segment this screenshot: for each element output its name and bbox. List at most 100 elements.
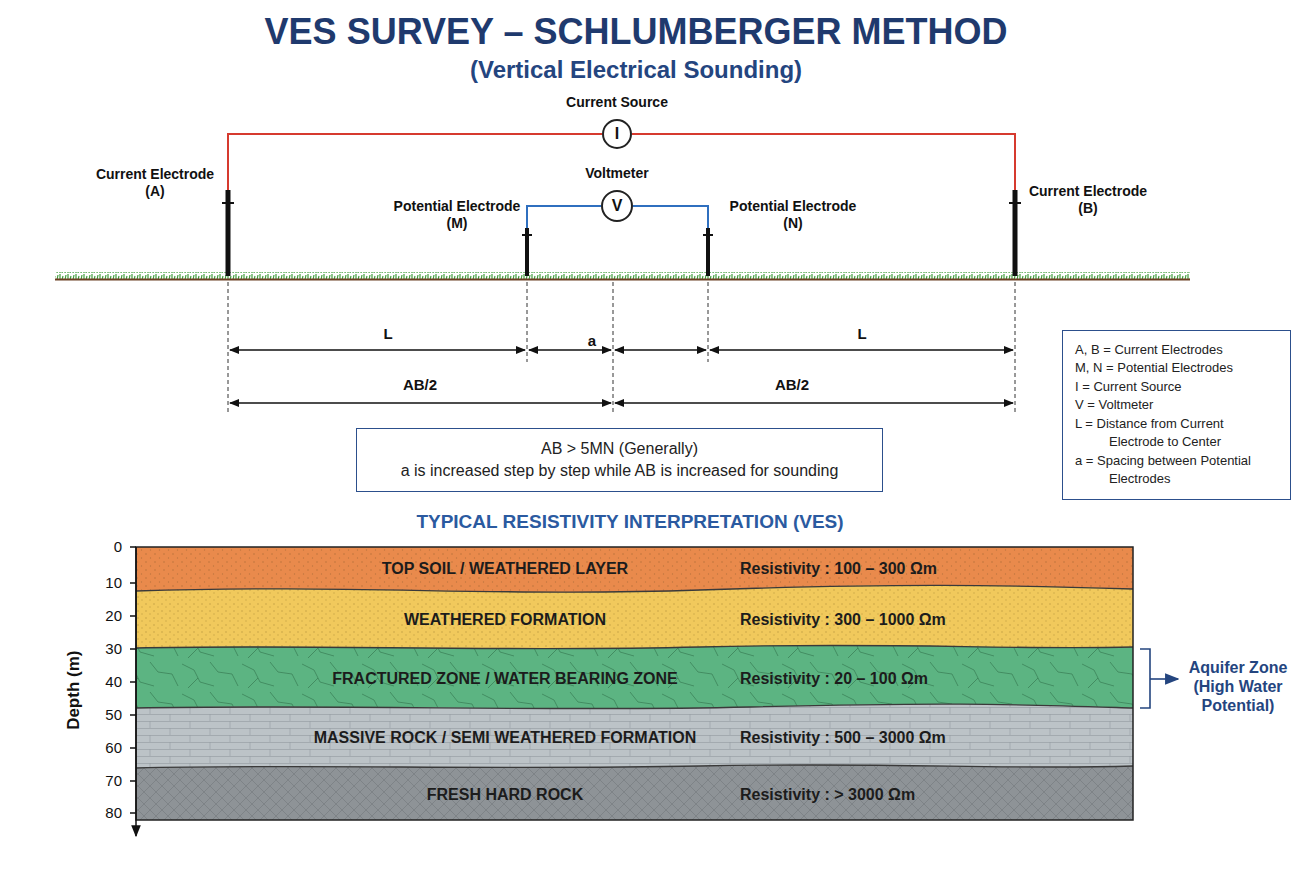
dimension-label: L — [847, 325, 877, 343]
resistivity-value: Resistivity : 20 – 100 Ωm — [740, 669, 928, 688]
tick-mark — [130, 681, 136, 683]
key-entry: M, N = Potential Electrodes — [1069, 359, 1282, 377]
soil-layer — [136, 765, 1133, 820]
dimension-label: L — [373, 325, 403, 343]
dimension-line — [230, 350, 1013, 403]
dimension-label: AB/2 — [752, 376, 832, 394]
layer-boundary — [136, 547, 1133, 820]
meter-circle: V — [601, 190, 633, 222]
key-entry: a = Spacing between Potential Electrodes — [1069, 452, 1282, 489]
rule-text: AB > 5MN (Generally) — [369, 438, 870, 460]
current-wire — [632, 134, 1015, 190]
layer-band: WEATHERED FORMATION Resistivity : 300 – 1… — [137, 595, 1132, 645]
depth-tick: 50 — [82, 706, 122, 724]
note-box: AB > 5MN (Generally)a is increased step … — [356, 428, 883, 492]
layer-name: FRESH HARD ROCK — [427, 785, 583, 804]
extension-line — [228, 282, 1015, 415]
layer-boundary — [136, 585, 1133, 592]
depth-tick: 20 — [82, 607, 122, 625]
depth-axis — [135, 547, 137, 836]
source-label: Current Source — [527, 94, 707, 111]
layer-band: MASSIVE ROCK / SEMI WEATHERED FORMATION R… — [137, 712, 1132, 764]
depth-tick: 0 — [82, 538, 122, 556]
depth-tick: 70 — [82, 772, 122, 790]
ground-surface — [55, 272, 1190, 279]
depth-tick: 40 — [82, 673, 122, 691]
electrode-label: Current Electrode (A) — [91, 166, 219, 200]
tick-mark — [130, 546, 136, 548]
key-entry: I = Current Source — [1069, 378, 1282, 396]
electrode-label: Current Electrode (B) — [1024, 183, 1152, 217]
layer-name: TOP SOIL / WEATHERED LAYER — [382, 559, 628, 578]
extension-line — [613, 282, 614, 415]
tick-mark — [130, 812, 136, 814]
meter-label: Voltmeter — [547, 165, 687, 182]
electrode-label: Potential Electrode (M) — [393, 198, 521, 232]
depth-tick: 10 — [82, 574, 122, 592]
aquifer-callout: Aquifer Zone (High Water Potential) — [1179, 658, 1297, 716]
tick-mark — [130, 747, 136, 749]
soil-layer — [136, 645, 1133, 820]
layer-band: FRACTURED ZONE / WATER BEARING ZONE Resis… — [137, 653, 1132, 704]
key-entry: L = Distance from Current Electrode to C… — [1069, 415, 1282, 452]
dimension-line — [710, 349, 1013, 350]
meter-symbol: I — [615, 126, 619, 142]
dimension-line — [230, 349, 525, 350]
electrode — [222, 190, 1021, 276]
tick-mark — [130, 615, 136, 617]
extension-line — [527, 282, 528, 362]
depth-axis — [130, 547, 136, 813]
tick-mark — [130, 714, 136, 716]
extension-line — [1015, 282, 1016, 415]
aquifer-bracket — [1140, 649, 1178, 708]
subtitle: (Vertical Electrical Sounding) — [286, 56, 986, 85]
layer-boundary — [136, 765, 1133, 768]
meter-circle: I — [602, 119, 632, 149]
soil-layer — [136, 645, 1133, 820]
key-entry: V = Voltmeter — [1069, 396, 1282, 414]
depth-tick: 30 — [82, 640, 122, 658]
layer-band: TOP SOIL / WEATHERED LAYER Resistivity : … — [137, 549, 1132, 589]
aquifer-bracket — [1140, 649, 1150, 708]
ground-surface — [55, 279, 1190, 281]
electrode — [522, 234, 532, 236]
soil-layer — [136, 547, 1133, 820]
electrode — [222, 202, 234, 204]
soil-layer — [136, 704, 1133, 820]
dimension-label: AB/2 — [380, 376, 460, 394]
layer-band: FRESH HARD ROCK Resistivity : > 3000 Ωm — [137, 771, 1132, 818]
axis-title: Depth (m) — [64, 630, 84, 750]
resistivity-value: Resistivity : 300 – 1000 Ωm — [740, 610, 946, 629]
tick-mark — [130, 582, 136, 584]
main-title: VES SURVEY – SCHLUMBERGER METHOD — [86, 10, 1186, 53]
layer-name: MASSIVE ROCK / SEMI WEATHERED FORMATION — [314, 728, 697, 747]
section-title: TYPICAL RESISTIVITY INTERPRETATION (VES) — [310, 511, 950, 534]
electrode — [703, 234, 713, 236]
dimension-line — [230, 402, 611, 403]
aquifer-bracket — [1150, 678, 1178, 680]
dimension-line — [615, 402, 1013, 403]
layer-name: FRACTURED ZONE / WATER BEARING ZONE — [332, 669, 677, 688]
electrode — [1009, 202, 1021, 204]
resistivity-value: Resistivity : 500 – 3000 Ωm — [740, 728, 946, 747]
layer-name: WEATHERED FORMATION — [404, 610, 606, 629]
soil-layer — [136, 547, 1133, 820]
ground-surface — [55, 272, 1190, 280]
potential-wire — [633, 206, 708, 228]
depth-tick: 60 — [82, 739, 122, 757]
layer-boundary — [136, 645, 1133, 648]
soil-layer — [136, 765, 1133, 820]
soil-layer — [136, 585, 1133, 820]
layer-boundary — [136, 704, 1133, 709]
extension-line — [228, 282, 229, 415]
dimension-line — [615, 349, 706, 350]
meter-symbol: V — [612, 198, 623, 214]
current-wire — [228, 134, 602, 190]
tick-mark — [130, 648, 136, 650]
depth-tick: 80 — [82, 804, 122, 822]
note-text: a is increased step by step while AB is … — [369, 460, 870, 482]
resistivity-value: Resistivity : > 3000 Ωm — [740, 785, 915, 804]
soil-layer — [136, 547, 1133, 820]
tick-mark — [130, 780, 136, 782]
resistivity-value: Resistivity : 100 – 300 Ωm — [740, 559, 937, 578]
